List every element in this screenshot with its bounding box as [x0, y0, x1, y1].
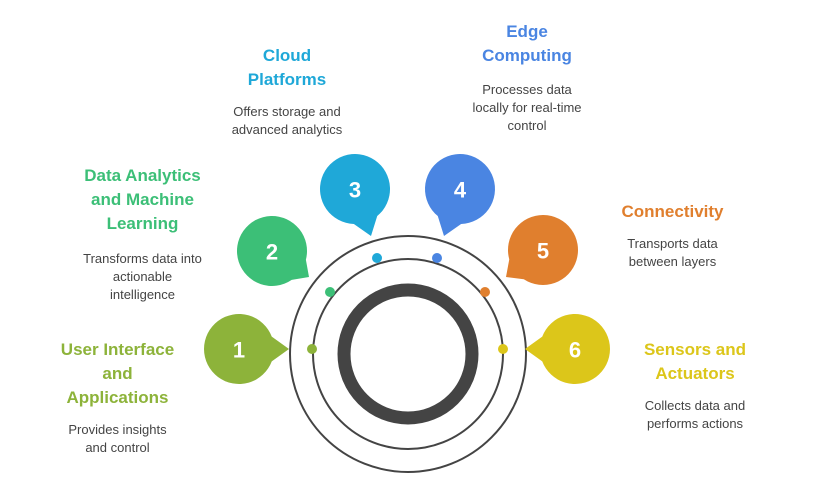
item-2-title: Data Analytics and Machine Learning — [84, 166, 201, 233]
bubble-4-number: 4 — [454, 178, 467, 203]
item-6-title: Sensors and Actuators — [643, 340, 747, 383]
bubble-1-number: 1 — [233, 338, 245, 363]
item-1-title: User Interface and Applications — [60, 340, 175, 407]
bubble-1: 1 — [204, 314, 289, 385]
bubble-2-number: 2 — [266, 240, 278, 265]
item-3-description: Offers storage and advanced analytics — [231, 104, 343, 137]
item-5-title: Connectivity — [621, 202, 724, 221]
item-2-description: Transforms data into actionable intellig… — [83, 251, 202, 302]
bubble-5-shape — [506, 214, 578, 285]
bubble-2: 2 — [237, 215, 309, 286]
item-1-description: Provides insights and control — [68, 422, 167, 455]
bubble-4: 4 — [424, 153, 495, 236]
connector-dot-5 — [480, 287, 490, 297]
outer-ring — [289, 235, 527, 473]
bubble-3: 3 — [320, 153, 391, 236]
bubble-4-shape — [424, 153, 495, 236]
connector-dot-3 — [372, 253, 382, 263]
bubble-6-shape — [525, 313, 610, 385]
bubble-5-number: 5 — [537, 239, 549, 264]
connector-dot-1 — [307, 344, 317, 354]
bubble-3-shape — [320, 153, 391, 236]
bubble-1-shape — [204, 314, 289, 385]
item-4-description: Processes data locally for real-time con… — [472, 82, 582, 133]
bubble-5: 5 — [506, 214, 578, 285]
item-5-description: Transports data between layers — [627, 236, 718, 269]
center-hub-ring — [337, 283, 479, 425]
item-6-description: Collects data and performs actions — [644, 398, 746, 431]
connector-dot-4 — [432, 253, 442, 263]
bubble-6-number: 6 — [569, 338, 581, 363]
bubble-2-shape — [237, 215, 309, 286]
bubble-6: 6 — [525, 313, 610, 385]
item-4-title: Edge Computing — [482, 22, 572, 65]
connector-dot-6 — [498, 344, 508, 354]
connector-dot-2 — [325, 287, 335, 297]
bubble-3-number: 3 — [349, 178, 361, 203]
item-3-title: Cloud Platforms — [247, 46, 327, 89]
